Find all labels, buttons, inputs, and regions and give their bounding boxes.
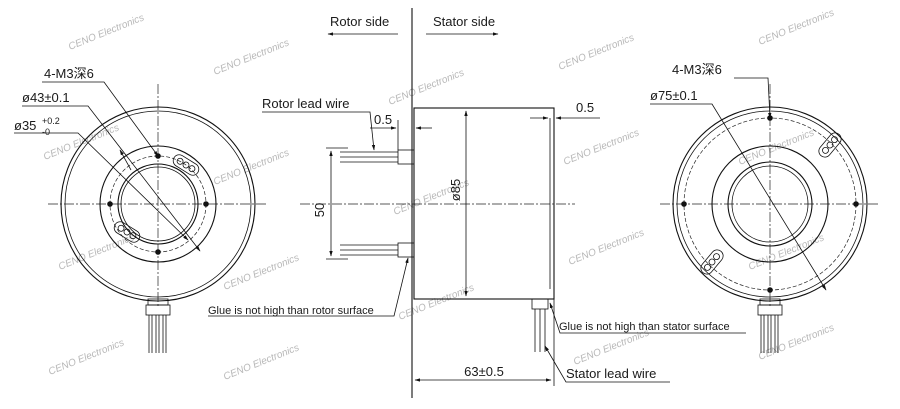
watermark-text: CENO Electronics <box>737 127 816 167</box>
screw-spec-label: 4-M3深6 <box>672 62 722 77</box>
connector-body <box>757 304 783 316</box>
watermark-text: CENO Electronics <box>222 342 301 382</box>
watermark-text: CENO Electronics <box>397 282 476 322</box>
leader-inner <box>119 149 132 171</box>
leader-screw <box>734 77 772 119</box>
dia35-lower-tolerance: -0 <box>42 127 50 137</box>
side-view: Rotor side Stator side 50 ø85 0.5 <box>208 8 746 398</box>
watermark-text: CENO Electronics <box>47 337 126 377</box>
left-end-view: 4-M3深6 ø43±0.1 ø35 +0.2 -0 <box>14 66 268 353</box>
stator-side-label: Stator side <box>433 14 495 29</box>
watermark-text: CENO Electronics <box>212 37 291 77</box>
dia35-label: ø35 <box>14 118 36 133</box>
screw-hole <box>155 249 161 255</box>
leader-dia43 <box>22 105 201 252</box>
leader-rotor-lead <box>262 111 376 151</box>
screw-hole <box>853 201 859 207</box>
rotor-leads <box>340 149 415 258</box>
flange-circle <box>711 145 829 263</box>
rotor-flange-circle <box>99 145 217 263</box>
stator-lead-wire-label: Stator lead wire <box>566 366 656 381</box>
watermark-text: CENO Electronics <box>757 7 836 47</box>
dia43-label: ø43±0.1 <box>22 90 70 105</box>
dim-stator-gap-label: 0.5 <box>576 100 594 115</box>
watermark-text: CENO Electronics <box>57 232 136 272</box>
dim-50-label: 50 <box>312 203 327 217</box>
watermark-text: CENO Electronics <box>67 12 146 52</box>
screw-hole <box>107 201 113 207</box>
outer-circle <box>60 106 256 302</box>
bore-circle <box>117 163 199 245</box>
slip-ring-body <box>413 107 555 300</box>
wire-outlet-bottom <box>113 221 141 243</box>
bore-chamfer-circle <box>731 165 809 243</box>
dia35-upper-tolerance: +0.2 <box>42 116 60 126</box>
watermark-text: CENO Electronics <box>572 327 651 367</box>
watermark-text: CENO Electronics <box>212 147 291 187</box>
dim-rotor-gap-label: 0.5 <box>374 112 392 127</box>
right-end-view: 4-M3深6 ø75±0.1 <box>650 62 880 353</box>
dim-63-label: 63±0.5 <box>464 364 504 379</box>
stator-leads <box>531 298 549 352</box>
watermark-text: CENO Electronics <box>567 227 646 267</box>
dim-85-label: ø85 <box>448 179 463 201</box>
dia75-label: ø75±0.1 <box>650 88 698 103</box>
wire-outlet-bottom <box>700 249 724 275</box>
watermark-text: CENO Electronics <box>557 32 636 72</box>
screw-hole <box>681 201 687 207</box>
outer-chamfer-circle <box>64 110 252 298</box>
rotor-side-label: Rotor side <box>330 14 389 29</box>
leader-glue-stator <box>549 302 746 334</box>
outer-circle <box>672 106 868 302</box>
leader-dia35 <box>14 132 189 241</box>
connector-pins <box>760 315 779 353</box>
bore-circle <box>727 161 813 247</box>
leader-glue-rotor <box>208 257 409 317</box>
watermark-text: CENO Electronics <box>757 322 836 362</box>
wire-outlet-top <box>172 154 200 176</box>
screw-spec-label: 4-M3深6 <box>44 66 94 81</box>
watermark-text: CENO Electronics <box>387 67 466 107</box>
leader-dia75 <box>650 103 827 291</box>
leader-screw <box>42 81 159 157</box>
glue-stator-label: Glue is not high than stator surface <box>559 321 730 333</box>
wire-outlet-top <box>818 132 842 158</box>
rotor-lead-wire-label: Rotor lead wire <box>262 96 349 111</box>
screw-hole <box>203 201 209 207</box>
bore-chamfer-circle <box>120 166 196 242</box>
connector-body <box>145 304 171 316</box>
connector-pins <box>148 315 167 353</box>
screw-hole <box>767 287 773 293</box>
watermark-text: CENO Electronics <box>42 122 121 162</box>
watermark-text: CENO Electronics <box>562 127 641 167</box>
leader-stator-lead <box>544 345 670 383</box>
glue-rotor-label: Glue is not high than rotor surface <box>208 305 374 317</box>
